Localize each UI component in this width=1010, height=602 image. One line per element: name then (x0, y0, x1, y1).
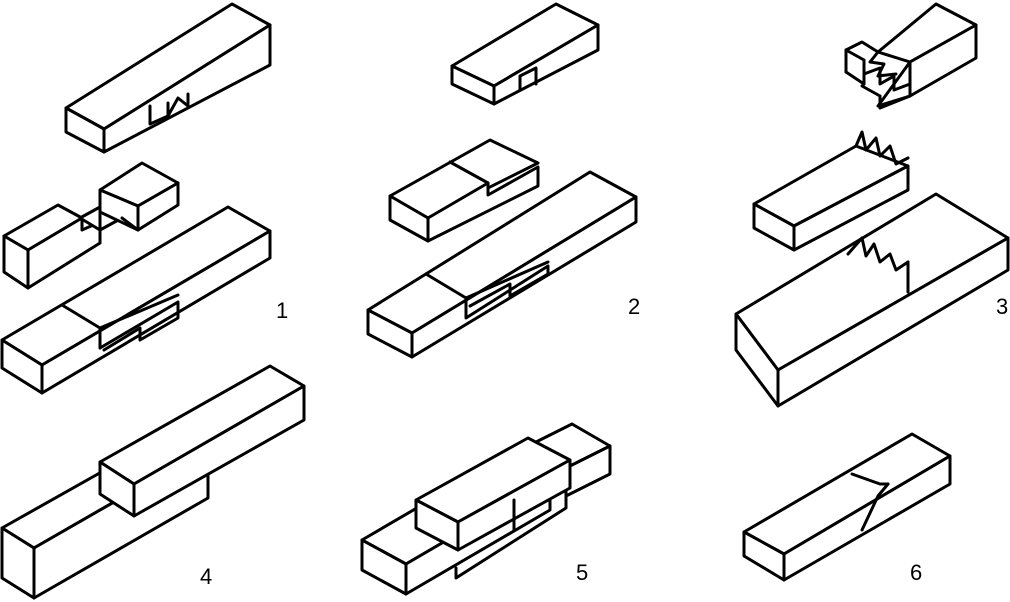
joint-label-6: 6 (910, 560, 923, 585)
joint-2-top-piece (450, 2, 600, 106)
joint-3-figure (734, 2, 1010, 408)
joint-label-1: 1 (276, 298, 289, 323)
joint-2-middle-piece (388, 138, 540, 243)
joint-label-3: 3 (996, 294, 1009, 319)
joint-3-middle-piece (752, 130, 910, 252)
joint-1-middle-block (2, 161, 180, 290)
joint-5-top-beam (414, 436, 572, 552)
joint-3-top-piece (844, 2, 978, 110)
joint-label-2: 2 (628, 294, 641, 319)
joint-4-figure (0, 364, 306, 600)
joint-label-5: 5 (576, 560, 589, 585)
joint-6-figure (742, 432, 952, 582)
joint-1-figure (0, 2, 272, 395)
joint-2-figure (366, 2, 638, 359)
joint-5-figure (360, 422, 612, 596)
joint-label-4: 4 (200, 564, 213, 589)
joint-4-upper-beam (98, 364, 306, 518)
joint-3-bottom-beam (734, 192, 1010, 408)
joint-2-bottom-beam (366, 170, 638, 359)
joint-1-bottom-beam (0, 205, 272, 395)
joint-1-top-beam (64, 2, 272, 154)
